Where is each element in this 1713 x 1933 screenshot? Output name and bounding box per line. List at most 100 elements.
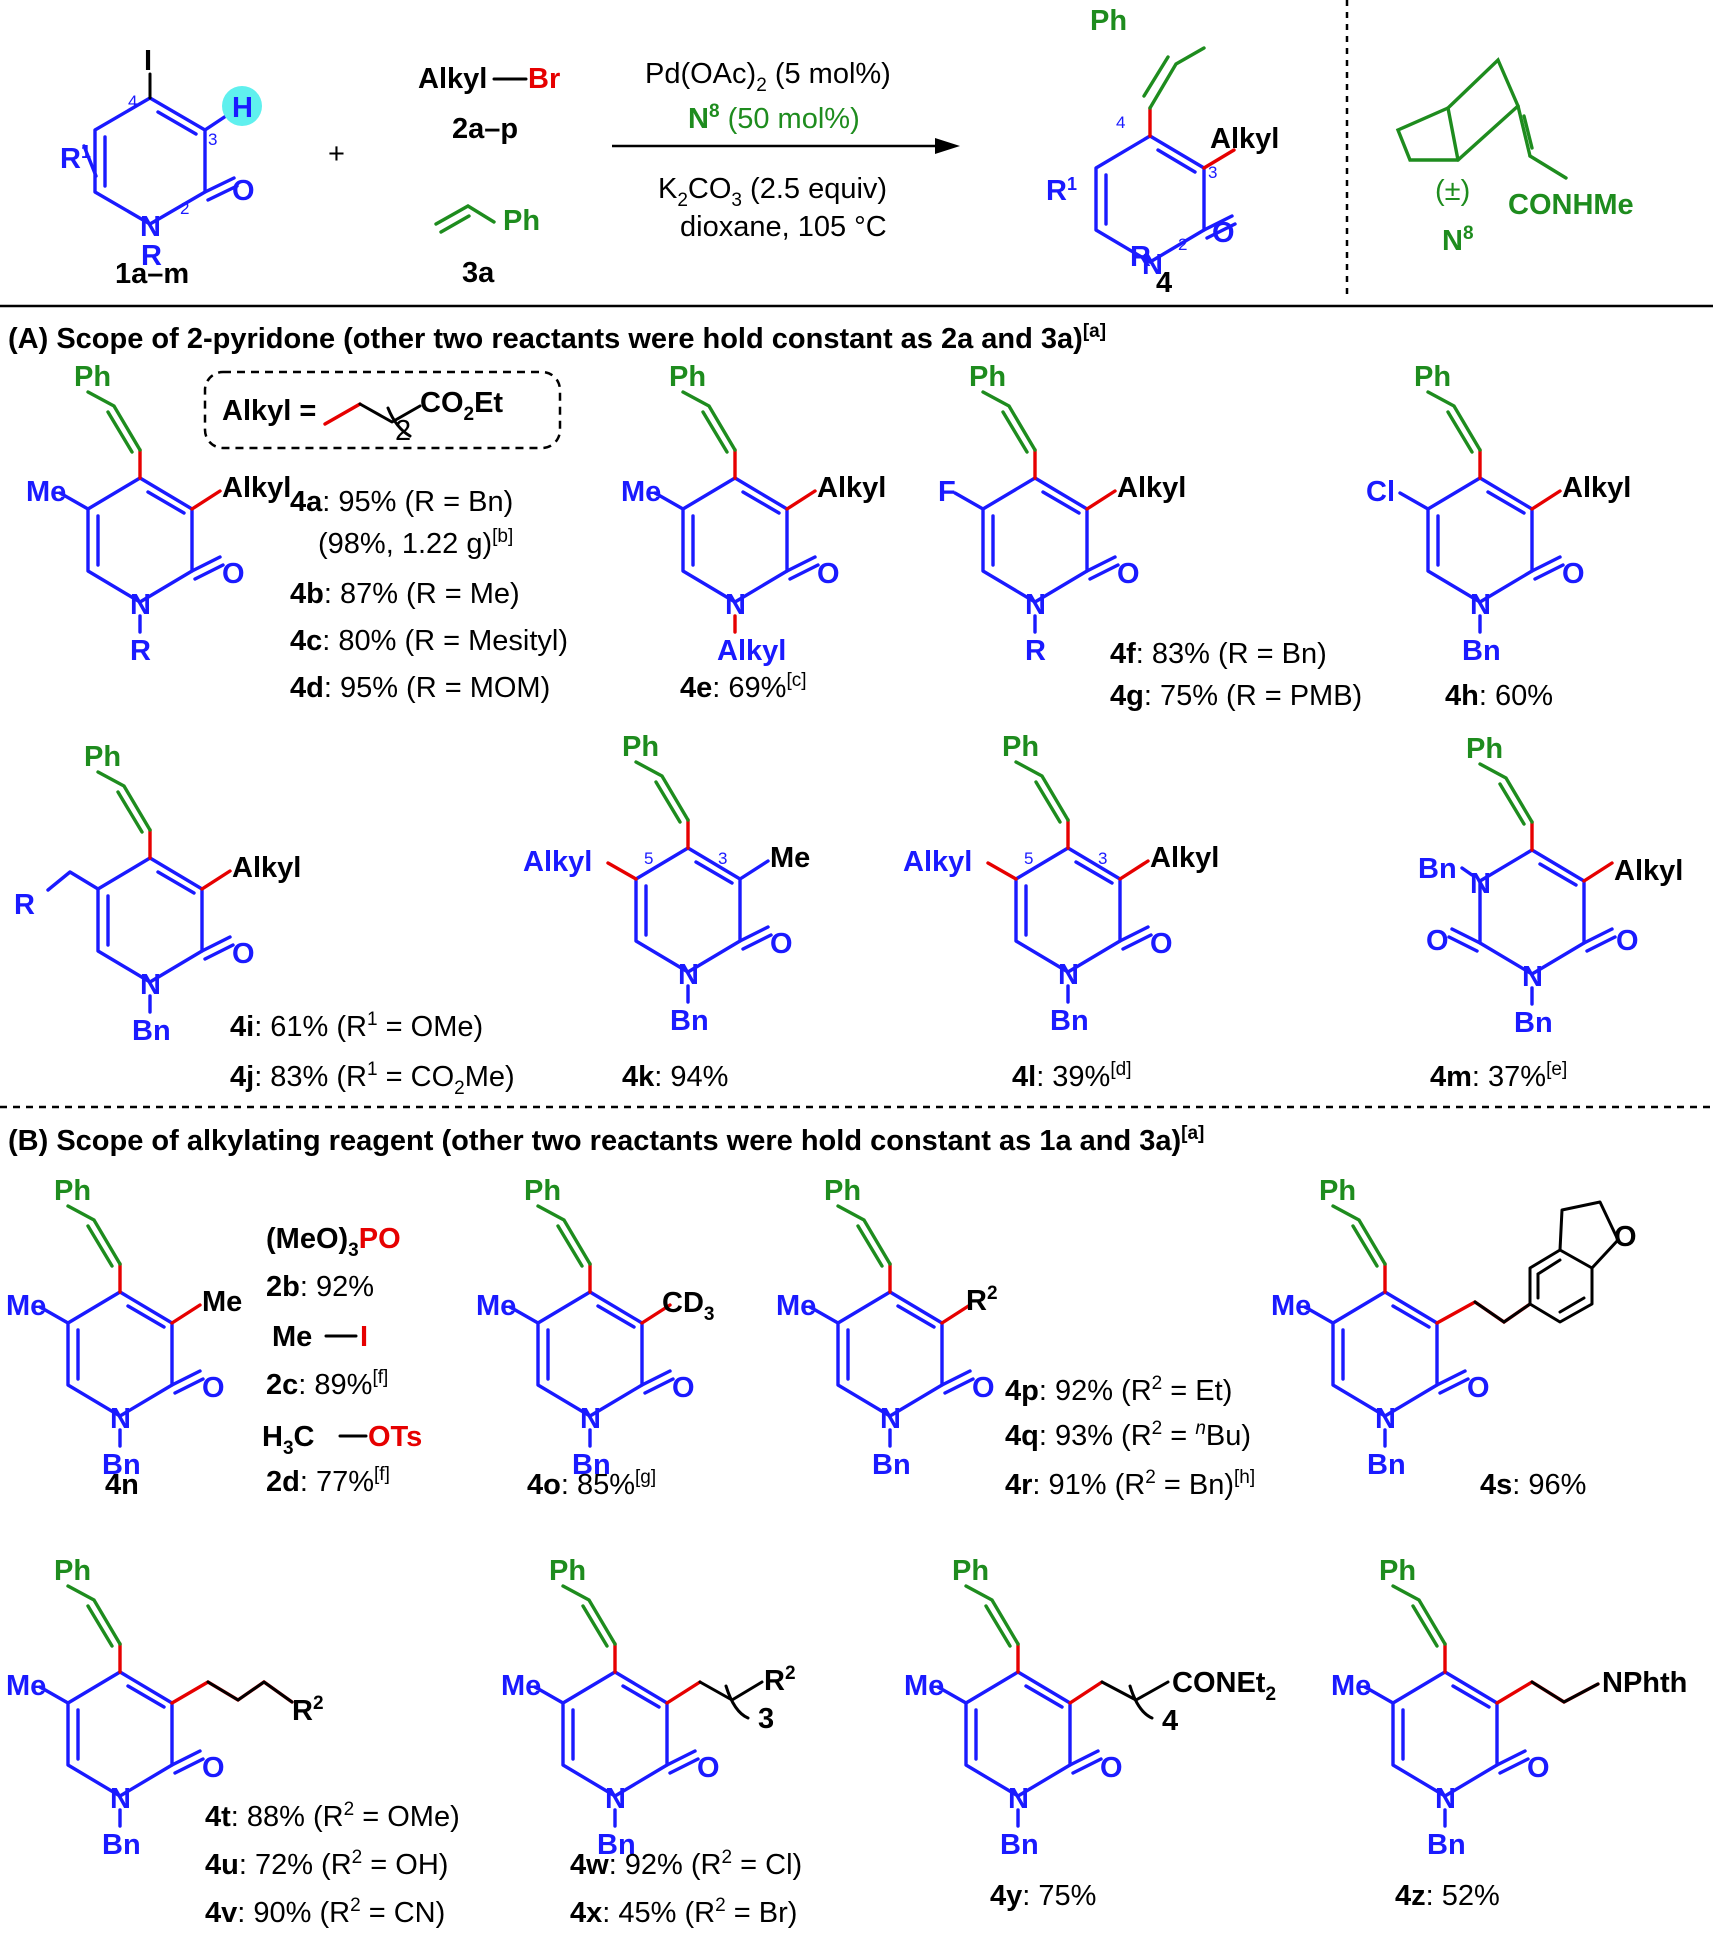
c5-substituent: Me — [776, 1290, 816, 1322]
svg-text:4q: 93% (R2 = nBu): 4q: 93% (R2 = nBu) — [1005, 1418, 1251, 1452]
furan-oxygen: O — [1614, 1221, 1637, 1253]
n-substituent: R — [130, 635, 151, 667]
svg-text:K2CO3 (2.5 equiv): K2CO3 (2.5 equiv) — [658, 173, 887, 211]
svg-text:Alkyl: Alkyl — [418, 63, 487, 95]
nitrogen-label: N — [1375, 1403, 1396, 1435]
phenyl-label: Ph — [952, 1555, 989, 1587]
svg-text:4c: 80% (R = Mesityl): 4c: 80% (R = Mesityl) — [290, 625, 568, 657]
phenyl-label: Ph — [54, 1555, 91, 1587]
svg-text:4e: 69%[c]: 4e: 69%[c] — [680, 670, 807, 704]
phenyl-label: Ph — [1002, 731, 1039, 763]
c3-substituent: Me — [202, 1286, 242, 1318]
phenyl-label: Ph — [1319, 1175, 1356, 1207]
svg-text:dioxane, 105 °C: dioxane, 105 °C — [680, 211, 887, 243]
oxygen-label: O — [1100, 1752, 1123, 1784]
r1-label: R — [14, 889, 35, 921]
svg-text:Ph: Ph — [1090, 5, 1127, 37]
compound-id-1: 1a–m — [115, 258, 189, 290]
nitrogen-label: N — [1008, 1783, 1029, 1815]
c5-substituent: F — [938, 476, 956, 508]
c5-substituent: Cl — [1366, 476, 1395, 508]
h-label: H — [232, 92, 253, 124]
svg-text:2b: 92%: 2b: 92% — [266, 1271, 374, 1303]
c5-substituent: Me — [6, 1290, 46, 1322]
c5-substituent: Me — [904, 1670, 944, 1702]
n-substituent: Bn — [670, 1005, 709, 1037]
phenyl-label: Ph — [524, 1175, 561, 1207]
styrene: Ph 3a — [434, 204, 540, 289]
n-substituent: Bn — [1418, 853, 1457, 885]
phenyl-label: Ph — [54, 1175, 91, 1207]
nitrogen-label: N — [140, 969, 161, 1001]
svg-text:4l: 39%[d]: 4l: 39%[d] — [1012, 1059, 1131, 1093]
svg-text:O: O — [1212, 217, 1235, 249]
oxygen-label: O — [697, 1752, 720, 1784]
n-substituent: Bn — [597, 1829, 636, 1861]
n-substituent: Bn — [102, 1829, 141, 1861]
o-label: O — [232, 175, 255, 207]
svg-text:4p: 92% (R2 = Et): 4p: 92% (R2 = Et) — [1005, 1373, 1232, 1407]
svg-text:CONHMe: CONHMe — [1508, 189, 1634, 221]
c5-substituent: Me — [26, 476, 66, 508]
svg-text:I: I — [360, 1321, 368, 1353]
plus-sign: + — [328, 138, 345, 170]
alkyl-definition: Alkyl = 2 CO2Et — [203, 370, 562, 450]
c3-substituent: Alkyl — [817, 472, 886, 504]
svg-text:4w: 92% (R2 = Cl): 4w: 92% (R2 = Cl) — [570, 1847, 802, 1881]
svg-text:Br: Br — [528, 63, 560, 95]
svg-text:2c: 89%[f]: 2c: 89%[f] — [266, 1367, 388, 1401]
svg-text:4i: 61% (R1 = OMe): 4i: 61% (R1 = OMe) — [230, 1009, 483, 1043]
svg-text:3: 3 — [1208, 163, 1217, 182]
oxygen-label: O — [202, 1752, 225, 1784]
section-b-title: (B) Scope of alkylating reagent (other t… — [8, 1123, 1204, 1157]
n-label: N — [140, 211, 161, 243]
c3-substituent: Alkyl — [232, 852, 301, 884]
pos-4: 4 — [128, 92, 137, 111]
phenyl-label: Ph — [1414, 361, 1451, 393]
c5-substituent: Me — [6, 1670, 46, 1702]
n-substituent: Bn — [872, 1449, 911, 1481]
svg-text:H3C: H3C — [262, 1421, 315, 1459]
svg-text:CO2Et: CO2Et — [420, 387, 503, 425]
r-label: R — [141, 240, 162, 272]
subscript-3: 3 — [758, 1703, 774, 1735]
n-substituent: R — [1025, 635, 1046, 667]
phenyl-label: Ph — [84, 741, 121, 773]
oxygen-label: O — [672, 1372, 695, 1404]
oxygen-label: O — [1467, 1372, 1490, 1404]
phenyl-label: Ph — [969, 361, 1006, 393]
oxygen-label: O — [1562, 558, 1585, 590]
svg-text:4d: 95% (R = MOM): 4d: 95% (R = MOM) — [290, 672, 550, 704]
n-substituent: Bn — [1367, 1449, 1406, 1481]
nitrogen-label: N — [580, 1403, 601, 1435]
svg-text:Ph: Ph — [503, 205, 540, 237]
svg-text:4j: 83% (R1 = CO2Me): 4j: 83% (R1 = CO2Me) — [230, 1059, 515, 1099]
svg-text:4s: 96%: 4s: 96% — [1480, 1469, 1586, 1501]
svg-text:N8: N8 — [1442, 223, 1474, 257]
n-substituent: Alkyl — [717, 635, 786, 667]
svg-text:2: 2 — [395, 415, 411, 447]
c5-substituent: Me — [476, 1290, 516, 1322]
svg-text:R1: R1 — [1046, 174, 1077, 207]
ligand-n8: (±) CONHMe N8 — [1395, 57, 1634, 257]
svg-text:4b: 87% (R = Me): 4b: 87% (R = Me) — [290, 578, 520, 610]
c5-substituent: Me — [1271, 1290, 1311, 1322]
c5-substituent: Me — [1331, 1670, 1371, 1702]
svg-text:4f: 83% (R = Bn): 4f: 83% (R = Bn) — [1110, 638, 1327, 670]
substrate-1: H I N O R R1 4 3 2 1a–m — [60, 45, 262, 290]
oxygen-label: O — [232, 938, 255, 970]
nitrogen-label: N — [1470, 589, 1491, 621]
svg-text:4t: 88% (R2 = OMe): 4t: 88% (R2 = OMe) — [205, 1799, 460, 1833]
oxygen-label: O — [1527, 1752, 1550, 1784]
nitrogen-label: N — [110, 1783, 131, 1815]
phenyl-label: Ph — [1379, 1555, 1416, 1587]
methylating-reagents: (MeO)3PO 2b: 92% Me I 2c: 89%[f] H3C OTs… — [262, 1223, 422, 1498]
